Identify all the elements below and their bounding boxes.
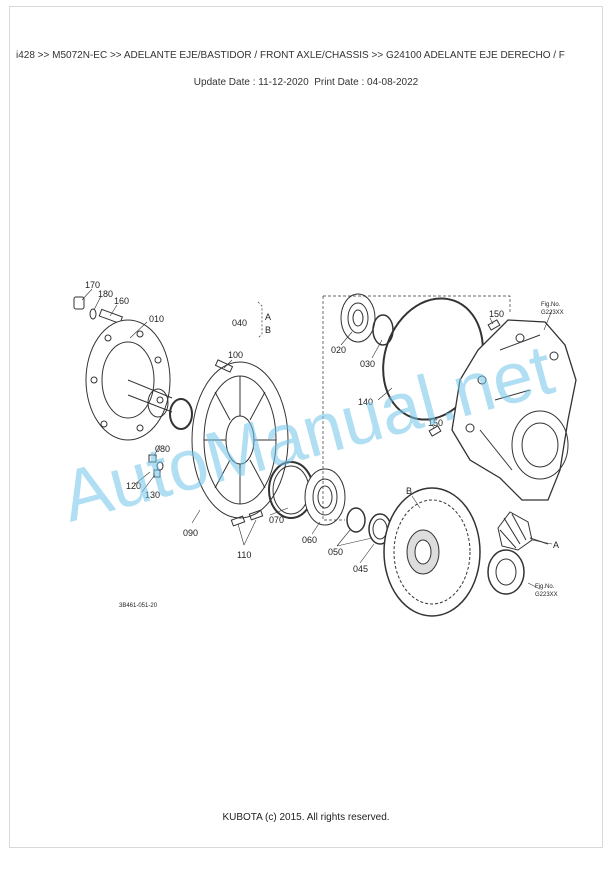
part-pinion	[497, 511, 549, 551]
copyright-footer: KUBOTA (c) 2015. All rights reserved.	[222, 812, 390, 823]
part-110-plugs	[230, 509, 264, 527]
label-045: 045	[353, 564, 368, 574]
label-110: 110	[237, 550, 251, 560]
label-010: 010	[149, 314, 164, 324]
breadcrumb: i428 >> M5072N-EC >> ADELANTE EJE/BASTID…	[16, 50, 565, 61]
ab-brace	[257, 301, 263, 339]
label-b-gear: B	[406, 486, 412, 496]
part-060-bearing	[304, 468, 346, 526]
leader-lines	[81, 288, 553, 590]
label-180: 180	[98, 289, 113, 299]
part-100-bolt	[214, 359, 234, 373]
part-170-nut	[73, 296, 85, 310]
label-170: 170	[85, 280, 100, 290]
label-120: 120	[126, 481, 141, 491]
part-oil-seal	[169, 398, 193, 430]
label-100: 100	[228, 350, 243, 360]
label-030: 030	[360, 359, 375, 369]
label-a-top: A	[265, 312, 271, 322]
date-line: Update Date : 11-12-2020 Print Date : 04…	[0, 77, 612, 88]
print-date: Print Date : 04-08-2022	[314, 77, 419, 88]
figno-1-code: G223XX	[541, 310, 564, 316]
label-020: 020	[331, 345, 346, 355]
part-180-washer	[89, 308, 97, 320]
label-a-pinion: A	[553, 540, 559, 550]
part-020-bearing	[340, 293, 376, 343]
label-040: 040	[232, 318, 247, 328]
label-080: 080	[155, 444, 170, 454]
drawing-code: 3B461-051-20	[119, 603, 158, 609]
part-housing	[451, 319, 577, 501]
label-160: 160	[114, 296, 129, 306]
label-070: 070	[269, 515, 284, 525]
update-date: Update Date : 11-12-2020	[193, 77, 309, 88]
part-090-carrier	[191, 361, 289, 519]
label-140: 140	[358, 397, 373, 407]
figno-1-title: Fig.No.	[541, 302, 561, 308]
assembly-bracket	[322, 295, 511, 521]
label-090: 090	[183, 528, 198, 538]
part-bevel-gear	[383, 487, 481, 617]
label-150-top: 150	[489, 309, 504, 319]
label-060: 060	[302, 535, 317, 545]
part-010-flange	[85, 319, 173, 441]
label-b-top: B	[265, 325, 271, 335]
label-130: 130	[145, 490, 160, 500]
part-030-ring	[372, 314, 394, 346]
part-080-120-130	[148, 454, 164, 478]
page-frame	[9, 6, 603, 848]
part-050-circlip	[346, 507, 366, 533]
label-150-mid: 150	[428, 418, 443, 428]
label-050: 050	[328, 547, 343, 557]
part-pinion-bearing	[487, 549, 525, 595]
figno-2-title: Fig.No.	[535, 584, 555, 590]
figno-2-code: G223XX	[535, 592, 558, 598]
